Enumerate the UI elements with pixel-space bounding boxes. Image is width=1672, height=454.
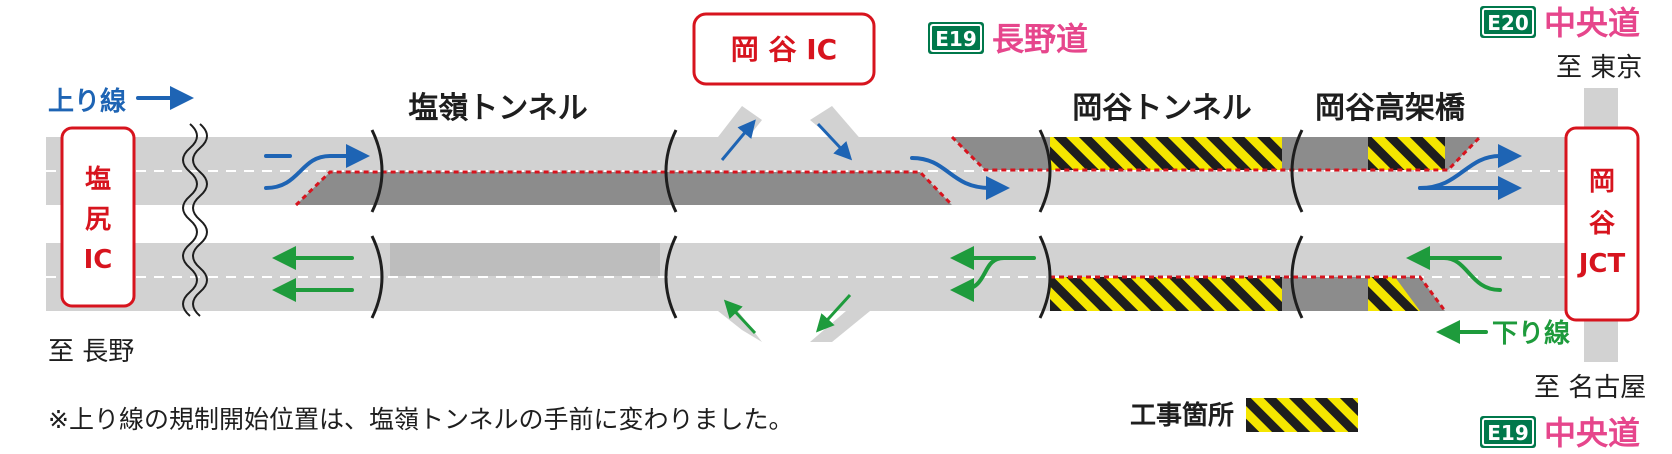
- shiojiri-ic-box: [60, 126, 136, 308]
- lane-closure-line-lower: [1050, 275, 1447, 312]
- route-code: E19: [935, 27, 977, 51]
- construction-zone: [1368, 137, 1445, 170]
- okaya-viaduct-label: 岡谷高架橋: [1315, 91, 1466, 126]
- route-sign-chuo-bottom: E19 中央道: [1480, 414, 1640, 452]
- shiojiri-ic-label: 尻: [85, 205, 111, 235]
- lower-carriageway: [46, 243, 1606, 311]
- route-code: E19: [1487, 421, 1529, 445]
- route-name: 中央道: [1544, 414, 1640, 452]
- construction-zone: [1368, 277, 1420, 311]
- okaya-jct-box: [1564, 126, 1640, 322]
- up-line-label: 上り線: [48, 86, 126, 117]
- shiorei-tunnel-label: 塩嶺トンネル: [408, 91, 587, 126]
- closed-lane-segment: [660, 172, 952, 205]
- okaya-jct-label: 谷: [1589, 209, 1616, 239]
- route-name: 長野道: [992, 20, 1088, 58]
- traffic-arrow-up: [264, 144, 370, 190]
- okaya-ic-ramps: [718, 106, 870, 342]
- break-lines: [182, 123, 208, 317]
- note-text: ※上り線の規制開始位置は、塩嶺トンネルの手前に変わりました。: [48, 405, 793, 434]
- route-sign-nagano: E19 長野道: [928, 20, 1088, 58]
- to-nagano-label: 至 長野: [48, 337, 134, 367]
- to-nagoya-label: 至 名古屋: [1534, 373, 1646, 403]
- okaya-tunnel-label: 岡谷トンネル: [1072, 91, 1251, 126]
- route-sign-chuo-top: E20 中央道: [1480, 4, 1640, 42]
- shiojiri-ic-label: 塩: [85, 165, 111, 195]
- to-tokyo-label: 至 東京: [1556, 53, 1642, 83]
- legend-construction-label: 工事箇所: [1130, 400, 1234, 431]
- okaya-jct-label: 岡: [1589, 167, 1615, 197]
- closed-lane-segment: [390, 172, 660, 205]
- down-line-label: 下り線: [1492, 318, 1570, 349]
- shiojiri-ic-label: IC: [84, 245, 113, 275]
- tunnel-portals: [370, 129, 1304, 319]
- closed-lane-segment: [952, 137, 1050, 170]
- lane-closure-line-upper: [294, 135, 1482, 207]
- traffic-arrow-up: [910, 156, 1010, 200]
- legend-construction-swatch: [1246, 398, 1358, 432]
- traffic-arrow-down: [1442, 256, 1502, 292]
- okaya-jct-label: JCT: [1577, 249, 1626, 279]
- route-code: E20: [1487, 11, 1529, 35]
- traffic-arrow-down: [950, 256, 1006, 302]
- route-name: 中央道: [1544, 4, 1640, 42]
- okaya-ic-label: 岡 谷 IC: [731, 33, 837, 66]
- construction-zone: [1050, 277, 1282, 311]
- okaya-ic-box: [692, 12, 876, 86]
- closed-lane-segment: [296, 172, 390, 205]
- construction-zone: [1050, 137, 1282, 170]
